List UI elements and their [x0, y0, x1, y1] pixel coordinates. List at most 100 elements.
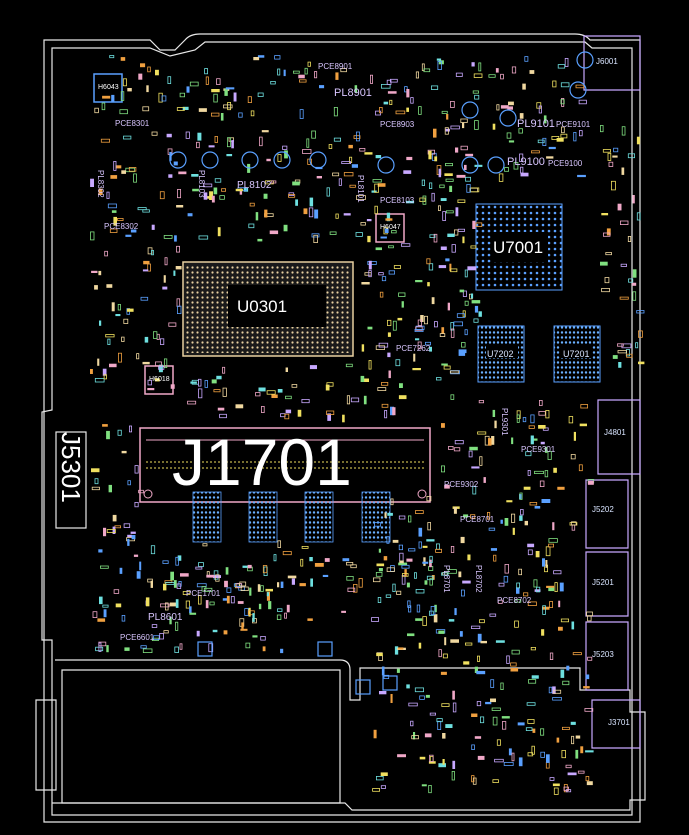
smd-component [512, 527, 515, 535]
ref-label: PCE8302 [104, 222, 139, 231]
smd-component [182, 106, 189, 110]
smd-component [257, 584, 261, 592]
smd-component [479, 619, 485, 624]
smd-component [255, 392, 261, 397]
bottom-right-connector-label: J3701 [608, 718, 630, 727]
smd-component [587, 615, 592, 622]
smd-component [367, 260, 377, 265]
smd-component [449, 185, 453, 192]
smd-component [168, 174, 173, 178]
smd-component [266, 591, 270, 601]
smd-component [113, 589, 120, 594]
smd-component [338, 178, 342, 186]
smd-component [164, 257, 168, 266]
smd-component [185, 600, 190, 609]
smd-component [239, 188, 243, 195]
smd-component [527, 719, 535, 724]
smd-component [477, 633, 482, 643]
smd-component [371, 617, 379, 622]
smd-component [462, 122, 465, 129]
smd-component [212, 629, 218, 633]
smd-component [398, 562, 408, 566]
smd-component [620, 220, 629, 225]
smd-component [442, 733, 446, 739]
smd-component [561, 750, 567, 759]
smd-component [403, 170, 412, 174]
smd-component [187, 213, 193, 217]
smd-component [198, 388, 203, 399]
smd-component [112, 514, 117, 522]
smd-component [371, 190, 377, 193]
smd-component [201, 586, 207, 592]
smd-component [150, 545, 156, 555]
smd-component [98, 270, 102, 276]
smd-component [155, 361, 162, 367]
ref-label: PCE8901 [318, 62, 353, 71]
smd-component [612, 355, 618, 359]
smd-component [516, 587, 520, 594]
smd-component [478, 400, 485, 404]
smd-component [388, 245, 394, 249]
smd-component [540, 728, 545, 736]
smd-component [553, 689, 562, 694]
smd-component [287, 575, 297, 579]
smd-component [378, 655, 383, 661]
smd-component [154, 378, 160, 382]
smd-component [106, 645, 109, 653]
smd-component [626, 353, 633, 358]
smd-component [433, 614, 438, 623]
smd-component [471, 744, 475, 751]
smd-component [542, 558, 545, 567]
smd-component [551, 135, 560, 140]
smd-component [209, 191, 213, 200]
smd-component [389, 78, 398, 83]
smd-component [438, 265, 447, 269]
smd-component [102, 604, 109, 608]
memory-a-label: U7202 [487, 349, 514, 359]
smd-component [406, 89, 410, 98]
smd-component [176, 583, 182, 589]
usb-1-label: J5202 [592, 505, 614, 514]
smd-component [448, 619, 455, 622]
smd-component [516, 582, 521, 589]
smd-component [632, 282, 637, 286]
smd-component [518, 568, 523, 576]
smd-component [247, 564, 252, 569]
smd-component [417, 341, 422, 350]
smd-component [578, 99, 587, 105]
smd-component [114, 525, 122, 529]
smd-component [151, 249, 154, 256]
smd-component [373, 729, 377, 739]
smd-component [163, 275, 166, 283]
smd-component [464, 300, 469, 306]
smd-component [489, 613, 497, 617]
smd-component [575, 749, 579, 759]
smd-component [587, 656, 593, 661]
smd-component [118, 352, 122, 363]
smd-component [601, 213, 609, 216]
smd-component [611, 180, 616, 191]
smd-component [277, 582, 280, 588]
smd-component [386, 567, 395, 572]
smd-component [471, 466, 480, 469]
smd-component [510, 513, 516, 523]
smd-component [450, 394, 455, 400]
smd-component [465, 153, 474, 157]
ref-label: PCE8903 [380, 120, 415, 129]
smd-component [383, 101, 389, 105]
smd-component [539, 480, 545, 487]
smd-component [258, 387, 266, 392]
smd-component [379, 691, 387, 695]
smd-component [463, 661, 470, 665]
smd-component [455, 147, 459, 153]
smd-component [587, 480, 594, 485]
smd-component [441, 572, 449, 576]
smd-component [444, 484, 450, 489]
smd-component [97, 358, 100, 366]
smd-component [147, 388, 155, 391]
smd-component [185, 131, 190, 139]
smd-component [456, 174, 466, 178]
smd-component [453, 321, 463, 327]
smd-component [233, 92, 237, 102]
smd-component [508, 140, 515, 143]
